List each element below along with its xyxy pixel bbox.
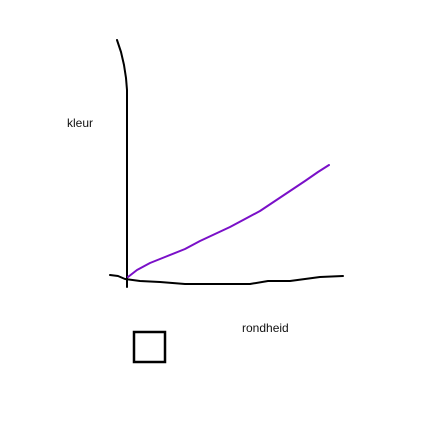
square-box bbox=[132, 330, 167, 364]
x-axis-label: rondheid bbox=[242, 321, 289, 335]
x-axis-line bbox=[109, 274, 344, 285]
trend-curve bbox=[127, 164, 330, 278]
y-axis-line bbox=[116, 39, 128, 288]
y-axis-label: kleur bbox=[67, 116, 94, 130]
